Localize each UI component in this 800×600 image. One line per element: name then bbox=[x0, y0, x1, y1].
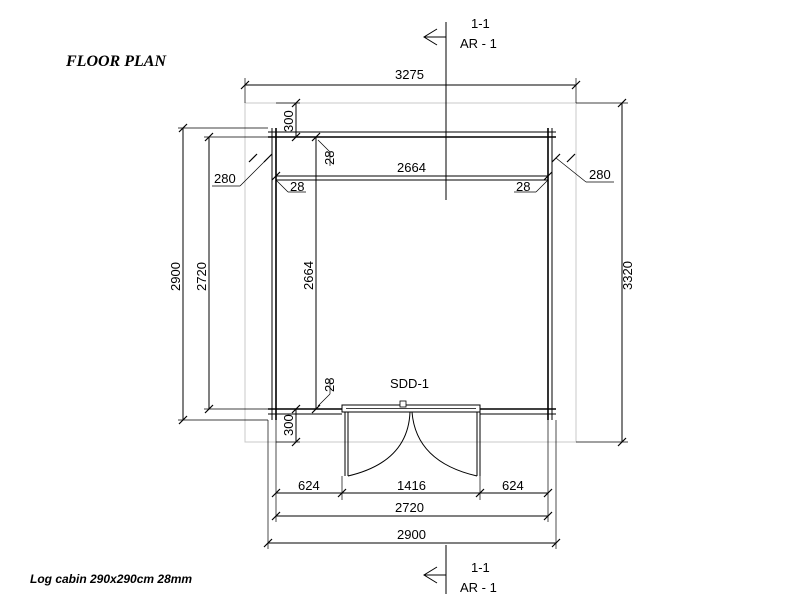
svg-text:2900: 2900 bbox=[168, 262, 183, 291]
svg-text:3275: 3275 bbox=[395, 67, 424, 82]
svg-text:28: 28 bbox=[290, 179, 304, 194]
callout-wall-28-b: 28 bbox=[275, 179, 306, 194]
dim-door-chain: 624 1416 624 bbox=[271, 420, 553, 500]
section-marker-bottom: 1-1 AR - 1 bbox=[423, 545, 497, 595]
dim-outer-width-bottom: 2900 bbox=[263, 420, 561, 549]
dim-inner-width: 2664 bbox=[271, 160, 553, 181]
svg-text:2664: 2664 bbox=[301, 261, 316, 290]
roof-outline bbox=[244, 102, 577, 443]
section-id-top: 1-1 bbox=[471, 16, 490, 31]
svg-text:2720: 2720 bbox=[395, 500, 424, 515]
svg-text:624: 624 bbox=[502, 478, 524, 493]
callout-overhang-left: 280 bbox=[212, 153, 273, 187]
section-sheet-top: AR - 1 bbox=[460, 36, 497, 51]
svg-text:2720: 2720 bbox=[194, 262, 209, 291]
svg-text:3320: 3320 bbox=[620, 261, 635, 290]
dim-overhang-bottom: 300 bbox=[276, 404, 301, 447]
callout-wall-28-c: 28 bbox=[514, 179, 549, 194]
svg-text:28: 28 bbox=[322, 151, 337, 165]
section-id-bottom: 1-1 bbox=[471, 560, 490, 575]
door-handle bbox=[399, 400, 407, 408]
dim-inner-depth: 2664 bbox=[301, 132, 321, 414]
dim-log-depth-left: 2720 bbox=[194, 132, 268, 414]
section-sheet-bottom: AR - 1 bbox=[460, 580, 497, 595]
plan-title: FLOOR PLAN bbox=[65, 53, 167, 70]
door-label: SDD-1 bbox=[390, 376, 429, 391]
svg-text:28: 28 bbox=[516, 179, 530, 194]
dim-overhang-top: 300 bbox=[276, 98, 301, 142]
svg-text:2664: 2664 bbox=[397, 160, 426, 175]
svg-text:1416: 1416 bbox=[397, 478, 426, 493]
svg-text:300: 300 bbox=[281, 414, 296, 436]
section-marker-top: 1-1 AR - 1 bbox=[423, 16, 497, 200]
dim-log-width-bottom: 2720 bbox=[271, 500, 553, 522]
door-swing bbox=[344, 411, 481, 477]
dim-roof-width: 3275 bbox=[240, 67, 581, 103]
svg-text:2900: 2900 bbox=[397, 527, 426, 542]
door-frame bbox=[341, 404, 481, 413]
svg-text:624: 624 bbox=[298, 478, 320, 493]
svg-text:300: 300 bbox=[281, 110, 296, 132]
svg-text:280: 280 bbox=[589, 167, 611, 182]
svg-text:280: 280 bbox=[214, 171, 236, 186]
dim-roof-depth-right: 3320 bbox=[576, 98, 635, 447]
svg-text:28: 28 bbox=[322, 378, 337, 392]
callout-wall-28-d: 28 bbox=[317, 378, 337, 407]
callout-overhang-right: 280 bbox=[551, 153, 614, 183]
dim-outer-depth-left: 2900 bbox=[168, 123, 268, 425]
callout-wall-28-a: 28 bbox=[317, 139, 337, 166]
plan-caption: Log cabin 290x290cm 28mm bbox=[30, 572, 192, 586]
